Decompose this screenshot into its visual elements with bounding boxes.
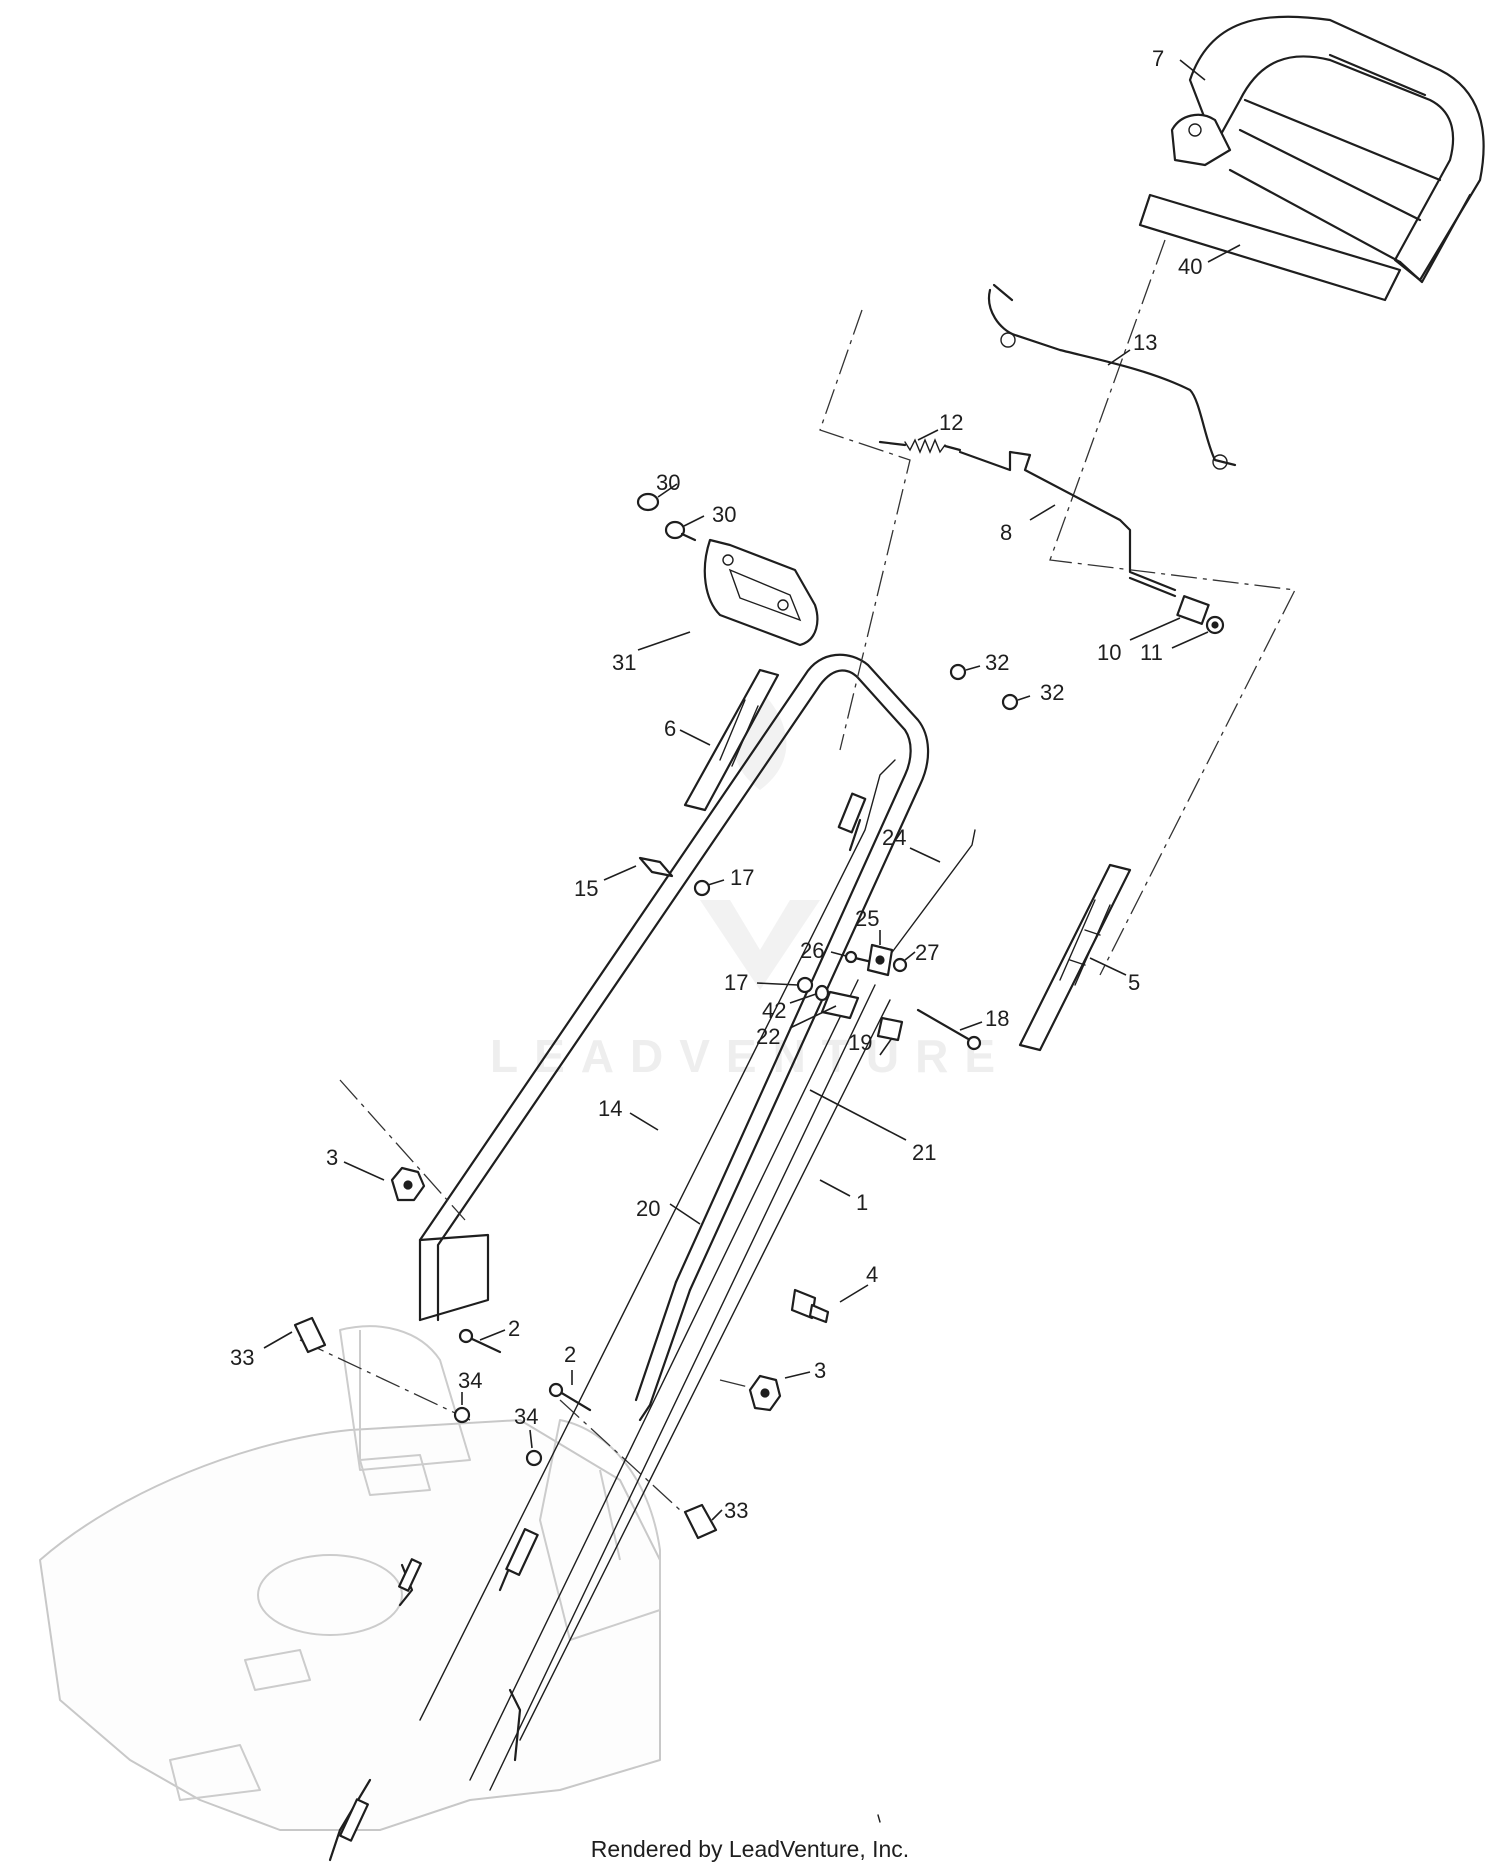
nut-32-b bbox=[1001, 693, 1019, 711]
callout-17-upper: 17 bbox=[730, 865, 754, 890]
nut-17-upper bbox=[693, 879, 711, 897]
side-trim-right bbox=[1018, 863, 1132, 1052]
pin-33-upper bbox=[293, 1316, 327, 1354]
callout-33-upper: 33 bbox=[230, 1345, 254, 1370]
cable-14 bbox=[419, 759, 896, 1721]
side-trim-left bbox=[683, 668, 780, 812]
callout-4: 4 bbox=[866, 1262, 878, 1287]
bolt-2-lower bbox=[548, 1382, 592, 1412]
callout-5: 5 bbox=[1128, 970, 1140, 995]
knob-3-upper bbox=[390, 1166, 426, 1202]
callout-40: 40 bbox=[1178, 254, 1202, 279]
nut-34-upper bbox=[453, 1406, 471, 1424]
callout-22: 22 bbox=[756, 1024, 780, 1049]
nut-27 bbox=[892, 957, 908, 973]
callout-32-a: 32 bbox=[985, 650, 1009, 675]
callout-7: 7 bbox=[1152, 46, 1164, 71]
upper-handle bbox=[1170, 15, 1485, 284]
callout-24: 24 bbox=[882, 825, 906, 850]
callout-3-lower: 3 bbox=[814, 1358, 826, 1383]
grip-bracket bbox=[703, 538, 819, 647]
callout-31: 31 bbox=[612, 650, 636, 675]
cable-ferrule bbox=[1176, 595, 1225, 635]
callout-14: 14 bbox=[598, 1096, 622, 1121]
callout-19: 19 bbox=[848, 1030, 872, 1055]
pin-4 bbox=[790, 1288, 830, 1324]
callout-3-upper: 3 bbox=[326, 1145, 338, 1170]
callout-21: 21 bbox=[912, 1140, 936, 1165]
registration-mark bbox=[877, 1814, 881, 1823]
callout-42: 42 bbox=[762, 998, 786, 1023]
assembly-centerlines bbox=[299, 239, 1296, 1511]
callout-20: 20 bbox=[636, 1196, 660, 1221]
callout-17-lower: 17 bbox=[724, 970, 748, 995]
block-19 bbox=[876, 1016, 904, 1042]
callout-30-a: 30 bbox=[656, 470, 680, 495]
callout-32-b: 32 bbox=[1040, 680, 1064, 705]
callout-2-lower: 2 bbox=[564, 1342, 576, 1367]
callout-25: 25 bbox=[855, 906, 879, 931]
callout-18: 18 bbox=[985, 1006, 1009, 1031]
knob-3-lower bbox=[748, 1374, 782, 1412]
callout-15: 15 bbox=[574, 876, 598, 901]
cable-end-left bbox=[398, 1558, 422, 1607]
nut-17-lower bbox=[796, 976, 814, 994]
spring bbox=[878, 438, 962, 454]
cable-24 bbox=[889, 829, 976, 956]
callout-33-lower: 33 bbox=[724, 1498, 748, 1523]
cable-end-lower bbox=[328, 1778, 372, 1862]
callout-27: 27 bbox=[915, 940, 939, 965]
callout-34-lower: 34 bbox=[514, 1404, 538, 1429]
washer-42 bbox=[814, 984, 830, 1002]
clip-15 bbox=[638, 856, 674, 878]
callout-26: 26 bbox=[800, 938, 824, 963]
knob-30-b bbox=[664, 520, 697, 542]
pin-26 bbox=[844, 950, 874, 964]
callout-11: 11 bbox=[1140, 640, 1163, 665]
bolt-2-upper bbox=[458, 1328, 502, 1354]
callout-34-upper: 34 bbox=[458, 1368, 482, 1393]
callout-labels: 7 40 13 12 30 30 8 10 11 31 32 32 6 24 1… bbox=[230, 46, 1241, 1523]
cable-20 bbox=[469, 979, 876, 1791]
callout-8: 8 bbox=[1000, 520, 1012, 545]
callout-10: 10 bbox=[1097, 640, 1121, 665]
nut-32-a bbox=[949, 663, 967, 681]
bail-rod bbox=[987, 283, 1237, 470]
callout-12: 12 bbox=[939, 410, 963, 435]
handle-frame bbox=[418, 653, 930, 1422]
cable-21 bbox=[519, 999, 891, 1741]
callout-2-upper: 2 bbox=[508, 1316, 520, 1341]
callout-6: 6 bbox=[664, 716, 676, 741]
callout-30-b: 30 bbox=[712, 502, 736, 527]
pin-33-lower bbox=[683, 1503, 718, 1540]
pivot-25 bbox=[866, 943, 894, 977]
bolt-18 bbox=[916, 1008, 982, 1051]
callout-1: 1 bbox=[856, 1190, 868, 1215]
footer-credit: Rendered by LeadVenture, Inc. bbox=[590, 1836, 910, 1862]
nut-34-lower bbox=[525, 1449, 543, 1467]
callout-13: 13 bbox=[1133, 330, 1157, 355]
handle-grip bbox=[1138, 193, 1402, 302]
knob-30-a bbox=[636, 492, 660, 512]
cable-end-mid bbox=[498, 1528, 539, 1592]
bracket-22 bbox=[820, 990, 860, 1020]
mower-deck bbox=[39, 1325, 661, 1831]
control-rod bbox=[958, 450, 1177, 598]
watermark-text: LEADVENTURE bbox=[490, 1030, 1011, 1082]
